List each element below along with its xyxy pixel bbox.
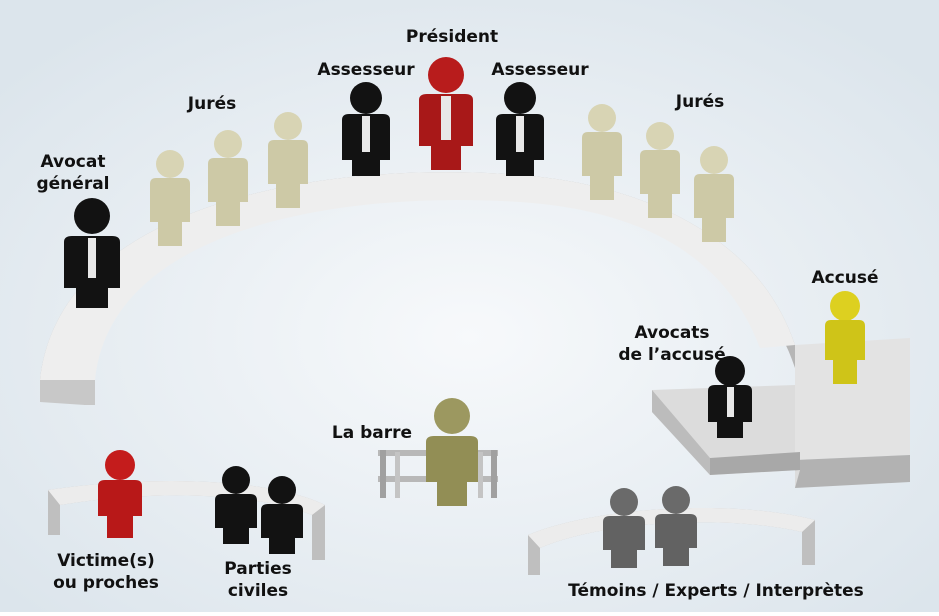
label-avocats-accuse-line1: Avocats xyxy=(634,323,709,343)
label-temoins-experts-interpretes: Témoins / Experts / Interprètes xyxy=(568,581,864,601)
witness-figure xyxy=(603,488,645,568)
juror-figure xyxy=(208,130,248,226)
juror-figure xyxy=(640,122,680,218)
label-jures-right: Jurés xyxy=(675,92,724,112)
label-avocats-accuse-line2: de l’accusé xyxy=(618,345,725,365)
barre-figure xyxy=(426,398,478,506)
label-assesseur-left: Assesseur xyxy=(317,60,415,80)
juror-figure xyxy=(268,112,308,208)
juror-figure xyxy=(150,150,190,246)
defense-lawyer-figure xyxy=(708,356,752,438)
label-victimes-line1: Victime(s) xyxy=(57,551,155,571)
label-parties-civiles-line1: Parties xyxy=(224,559,291,579)
label-parties-civiles-line2: civiles xyxy=(228,581,288,601)
label-assesseur-right: Assesseur xyxy=(491,60,589,80)
assesseur-figure-right xyxy=(496,82,544,176)
witnesses-bench xyxy=(528,508,815,575)
label-la-barre: La barre xyxy=(332,423,412,443)
label-avocat-general-line2: général xyxy=(36,174,109,194)
label-jures-left: Jurés xyxy=(187,94,236,114)
victim-figure xyxy=(98,450,142,538)
accused-figure xyxy=(825,291,865,384)
partie-civile-figure xyxy=(261,476,303,554)
avocat-general-figure xyxy=(64,198,120,308)
label-avocat-general-line1: Avocat xyxy=(41,152,106,172)
label-president: Président xyxy=(406,27,498,47)
assesseur-figure-left xyxy=(342,82,390,176)
juror-figure xyxy=(582,104,622,200)
partie-civile-figure xyxy=(215,466,257,544)
president-figure xyxy=(419,57,473,170)
label-accuse: Accusé xyxy=(811,268,878,288)
witness-figure xyxy=(655,486,697,566)
juror-figure xyxy=(694,146,734,242)
label-victimes-line2: ou proches xyxy=(53,573,159,593)
